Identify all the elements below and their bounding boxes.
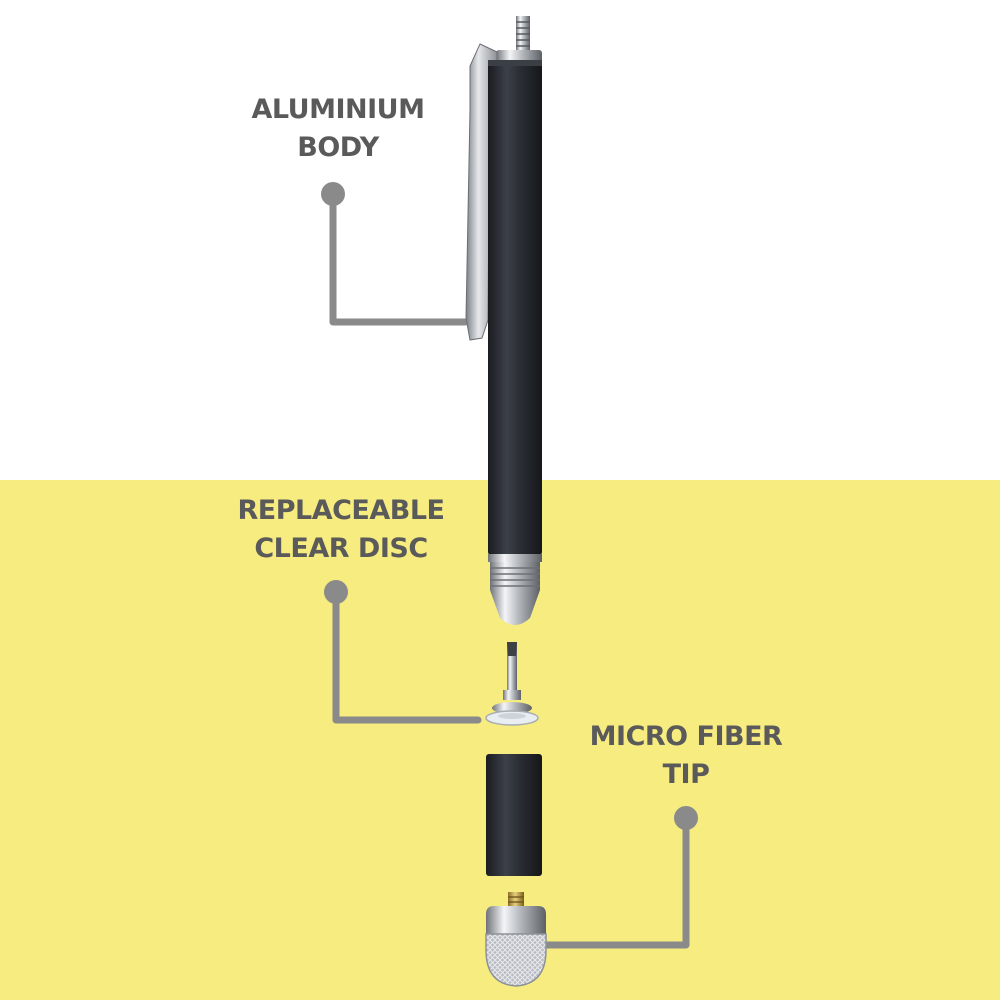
callout-dot-tip xyxy=(674,806,698,830)
cap-sleeve-icon xyxy=(486,754,542,876)
callout-dot-body xyxy=(321,182,345,206)
chrome-nose-cone-icon xyxy=(488,554,542,625)
pen-barrel-icon xyxy=(488,60,542,555)
callout-label-line: ALUMINIUM xyxy=(251,94,425,125)
callout-dot-disc xyxy=(324,580,348,604)
callout-label-line: BODY xyxy=(297,132,379,163)
callout-label-line: TIP xyxy=(662,759,710,790)
callout-line-disc xyxy=(332,590,482,724)
callout-label-line: MICRO FIBER xyxy=(589,721,783,752)
callout-line-tip xyxy=(541,816,690,949)
callout-label-body: ALUMINIUM BODY xyxy=(240,91,436,167)
clear-disc-screw-icon xyxy=(485,642,539,726)
callout-label-line: CLEAR DISC xyxy=(254,533,428,564)
callout-label-line: REPLACEABLE xyxy=(237,495,445,526)
mesh-fiber-tip-icon xyxy=(485,892,547,987)
callout-label-disc: REPLACEABLE CLEAR DISC xyxy=(234,492,448,568)
callout-line-body xyxy=(329,192,469,326)
callout-label-tip: MICRO FIBER TIP xyxy=(586,718,786,794)
